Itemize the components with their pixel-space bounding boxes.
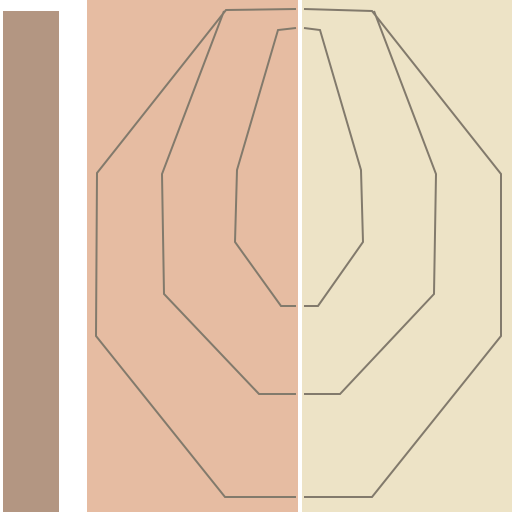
left-color-panel [87,0,298,512]
center-divider [298,0,302,512]
right-color-panel [302,0,512,512]
sidebar-color-swatch [3,11,59,512]
